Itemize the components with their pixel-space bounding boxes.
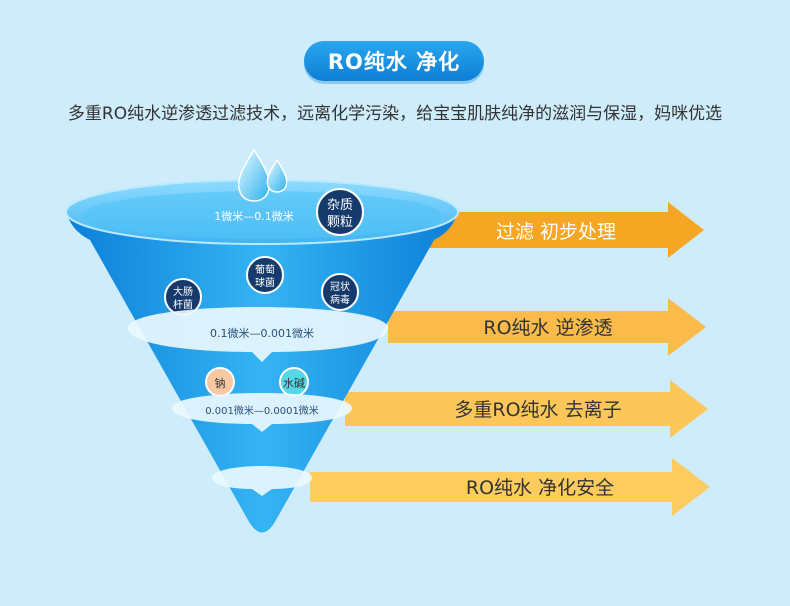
badge-limescale-label: 水碱 <box>283 377 305 390</box>
arrow-4-shape <box>310 458 710 516</box>
badge-limescale: 水碱 <box>279 367 309 397</box>
layer3-range-label: 0.001微米—0.0001微米 <box>205 404 319 417</box>
badge-sodium-label: 钠 <box>215 376 226 390</box>
badge-corona-line2: 病毒 <box>330 293 350 306</box>
layer2-range-label: 0.1微米—0.001微米 <box>210 326 314 340</box>
arrow-3-shape <box>345 380 708 438</box>
arrow-1: 过滤 初步处理 <box>430 202 704 258</box>
arrow-1-label: 过滤 初步处理 <box>496 221 616 243</box>
arrow-4-label: RO纯水 净化安全 <box>466 477 614 499</box>
water-drops-icon <box>237 148 288 202</box>
badge-sodium: 钠 <box>205 367 235 397</box>
badge-ecoli-line2: 杆菌 <box>173 299 193 311</box>
badge-coronavirus: 冠状 病毒 <box>321 273 359 311</box>
badge-corona-line1: 冠状 <box>330 280 350 293</box>
arrow-2: RO纯水 逆渗透 <box>388 298 706 356</box>
badge-staphylococcus: 葡萄 球菌 <box>246 256 284 294</box>
badge-impurity-line2: 颗粒 <box>327 215 353 230</box>
arrow-2-shape <box>388 298 706 356</box>
arrow-3: 多重RO纯水 去离子 <box>345 380 708 438</box>
badge-ecoli-line1: 大肠 <box>173 285 193 298</box>
badge-staph-line1: 葡萄 <box>255 263 275 276</box>
page-subtitle: 多重RO纯水逆渗透过滤技术，远离化学污染，给宝宝肌肤纯净的滋润与保湿，妈咪优选 <box>67 104 723 124</box>
filter-layer-4 <box>212 466 312 496</box>
arrow-1-shape <box>430 202 704 258</box>
page-title: RO纯水 净化 <box>304 41 484 81</box>
arrow-3-label: 多重RO纯水 去离子 <box>454 399 621 421</box>
filter-layer-2 <box>128 307 388 362</box>
badge-impurity-line1: 杂质 <box>327 198 353 213</box>
badge-staph-line2: 球菌 <box>255 276 275 289</box>
funnel-body <box>66 210 458 533</box>
arrow-4: RO纯水 净化安全 <box>310 458 710 516</box>
layer1-range-label: 1微米—0.1微米 <box>214 209 294 223</box>
badge-impurity-particles: 杂质 颗粒 <box>316 188 364 236</box>
filter-layer-3 <box>172 393 352 432</box>
arrow-2-label: RO纯水 逆渗透 <box>483 317 612 339</box>
